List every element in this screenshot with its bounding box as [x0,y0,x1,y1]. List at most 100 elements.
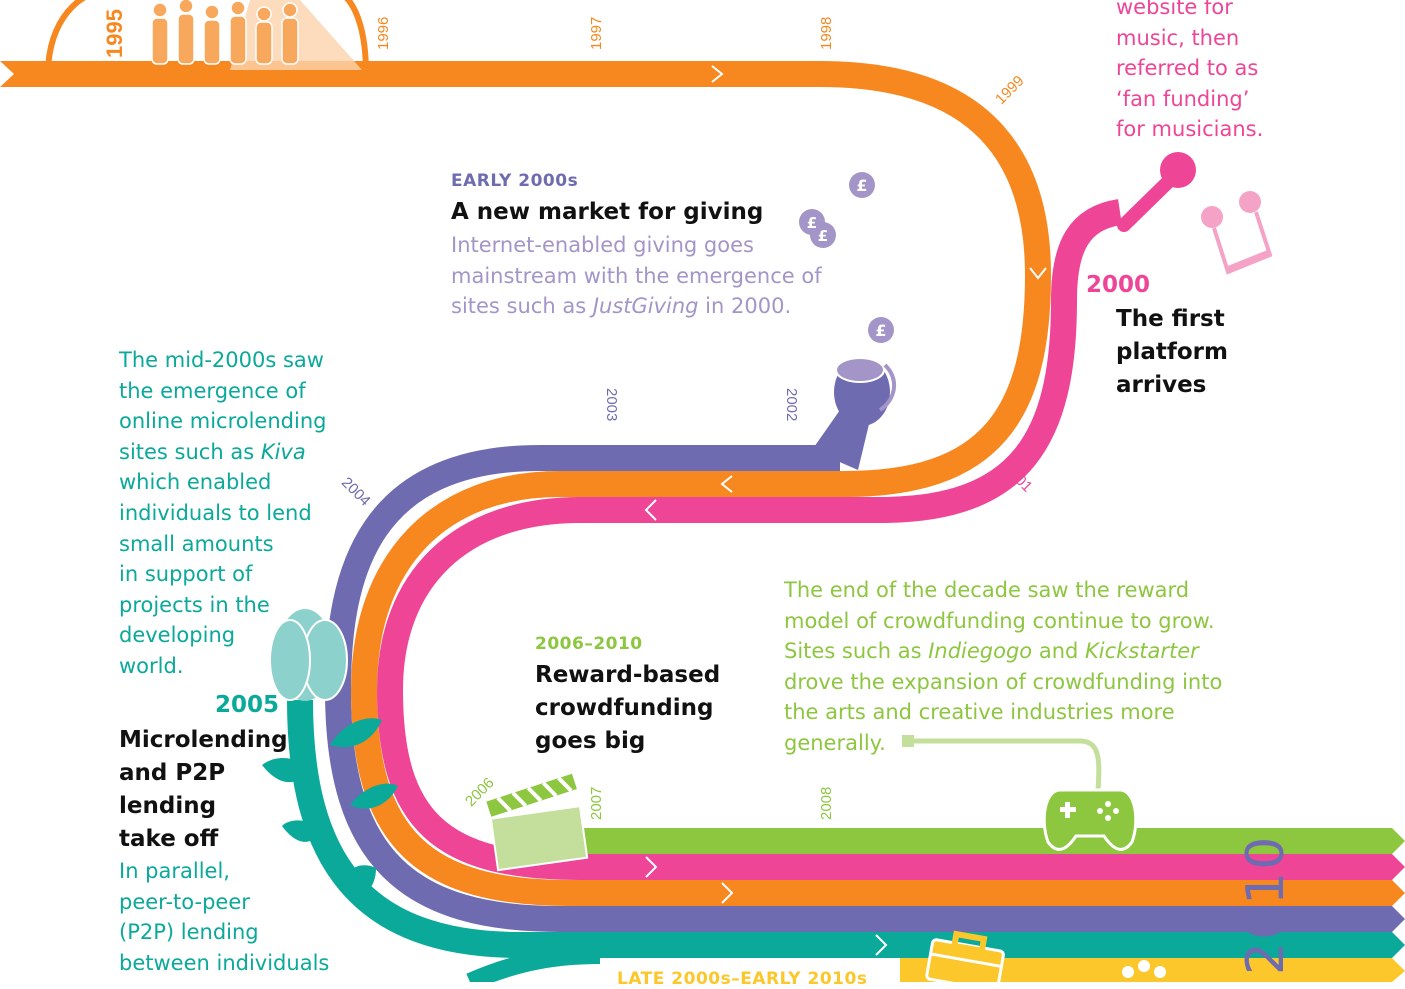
clapperboard-icon [486,773,589,872]
green-body-line: the arts and creative industries more [784,700,1175,725]
purple-body-line: mainstream with the emergence of [451,263,822,288]
teal-intro-text: sites such as [119,439,261,464]
purple-title: A new market for giving [451,199,764,225]
green-body-line: The end of the decade saw the reward [784,578,1190,602]
pink-intro-line: website for [1116,0,1233,19]
chevron-4 [644,499,657,521]
purple-body: Internet-enabled giving goes mainstream … [451,230,822,322]
arrow-tip-pink [1392,854,1405,880]
green-body-line: generally. [784,730,886,755]
game-controller-icon [902,735,1138,851]
green-body: The end of the decade saw the reward mod… [784,575,1222,759]
teal-title-line: Microlending [119,727,288,753]
arrow-tip-orange [1392,880,1405,906]
pink-intro-line: music, then [1116,25,1240,50]
track-pink [376,199,1392,880]
green-body-line: model of crowdfunding continue to grow. [784,608,1215,633]
kickstarter-name: Kickstarter [1085,639,1199,664]
green-body-text: and [1032,639,1086,664]
svg-text:£: £ [875,321,886,340]
teal-intro-line: individuals to lend [119,500,312,525]
teal-title-line: and P2P [119,760,226,786]
year-2007: 2007 [588,786,605,820]
teal-intro-line: online microlending [119,409,327,434]
pink-title-line: arrives [1116,372,1207,398]
chevron-3 [720,475,733,493]
teal-title-line: take off [119,826,219,852]
microphone-icon [1117,152,1196,232]
briefcase-icon [925,930,1005,989]
year-2008: 2008 [818,786,835,820]
pink-title-line: platform [1116,339,1228,365]
chevron-7 [875,934,888,956]
pound-coin-icon: £ £ [799,209,836,248]
dome-outline [45,0,369,75]
green-body-line: drove the expansion of crowdfunding into [784,669,1223,694]
arrow-tip-purple [1392,906,1405,932]
teal-intro-line: projects in the [119,592,270,617]
teal-intro-line: sites such as Kiva [119,437,326,468]
green-title-line: crowdfunding [535,695,714,721]
teal-intro-line: small amounts [119,531,274,556]
teal-intro-line: world. [119,653,184,678]
pound-coin-icon: £ [849,172,875,198]
purple-body-line: sites such as JustGiving in 2000. [451,291,822,322]
flower-bud-icon [269,609,348,701]
arrow-tip-teal [1392,932,1405,958]
green-title-line: goes big [535,728,646,754]
year-2010: 2010 [1236,834,1296,975]
track-orange [0,61,1392,906]
teal-body-line: (P2P) lending [119,920,259,945]
year-1997: 1997 [588,16,605,50]
teal-body-line: between individuals [119,950,330,975]
pink-year: 2000 [1086,272,1151,298]
teal-intro-line: the emergence of [119,378,306,403]
teal-title: Microlending and P2P lending take off [119,724,288,856]
teal-intro-line: in support of [119,562,253,587]
green-title: Reward-based crowdfunding goes big [535,659,720,758]
svg-text:£: £ [818,227,828,245]
svg-text:£: £ [856,176,867,195]
teal-year: 2005 [215,692,280,718]
teal-body: In parallel, peer-to-peer (P2P) lending … [119,856,329,978]
arrow-tip-yellow [1392,958,1405,982]
year-1995: 1995 [102,9,127,58]
pound-coin-icon: £ [868,317,894,343]
crowd-icon [151,0,299,65]
arrow-tail-orange [0,61,14,87]
teal-intro-line: developing [119,623,236,648]
year-1996: 1996 [375,16,392,50]
teal-intro-line: The mid-2000s saw [119,348,324,372]
pink-title: The first platform arrives [1116,303,1228,402]
green-body-line: Sites such as Indiegogo and Kickstarter [784,636,1222,667]
teal-intro: The mid-2000s saw the emergence of onlin… [119,345,326,682]
chevron-2 [1029,267,1047,280]
teal-title-line: lending [119,793,217,819]
purple-body-text: sites such as [451,294,593,319]
year-1998: 1998 [818,16,835,50]
purple-body-line: Internet-enabled giving goes [451,233,754,257]
purple-body-text: in 2000. [698,294,792,319]
music-note-icon [1201,191,1273,275]
pink-title-line: The first [1116,306,1225,332]
justgiving-name: JustGiving [592,294,699,319]
pink-intro-line: for musicians. [1116,117,1264,142]
teal-body-line: In parallel, [119,859,230,883]
paw-icon [1122,960,1166,978]
chevron-1 [711,65,724,83]
purple-label: EARLY 2000s [451,171,579,191]
teal-body-line: peer-to-peer [119,889,250,914]
track-teal-lower [466,946,601,989]
green-label: 2006–2010 [535,634,643,654]
teal-intro-line: which enabled [119,470,272,495]
chevron-6 [721,882,734,904]
green-title-line: Reward-based [535,662,721,688]
pink-intro-line: ‘fan funding’ [1116,86,1250,111]
green-body-text: Sites such as [784,639,929,664]
leaf-icon [262,718,398,896]
pink-intro-line: referred to as [1116,56,1259,81]
svg-text:£: £ [807,214,817,232]
indiegogo-name: Indiegogo [928,639,1033,664]
